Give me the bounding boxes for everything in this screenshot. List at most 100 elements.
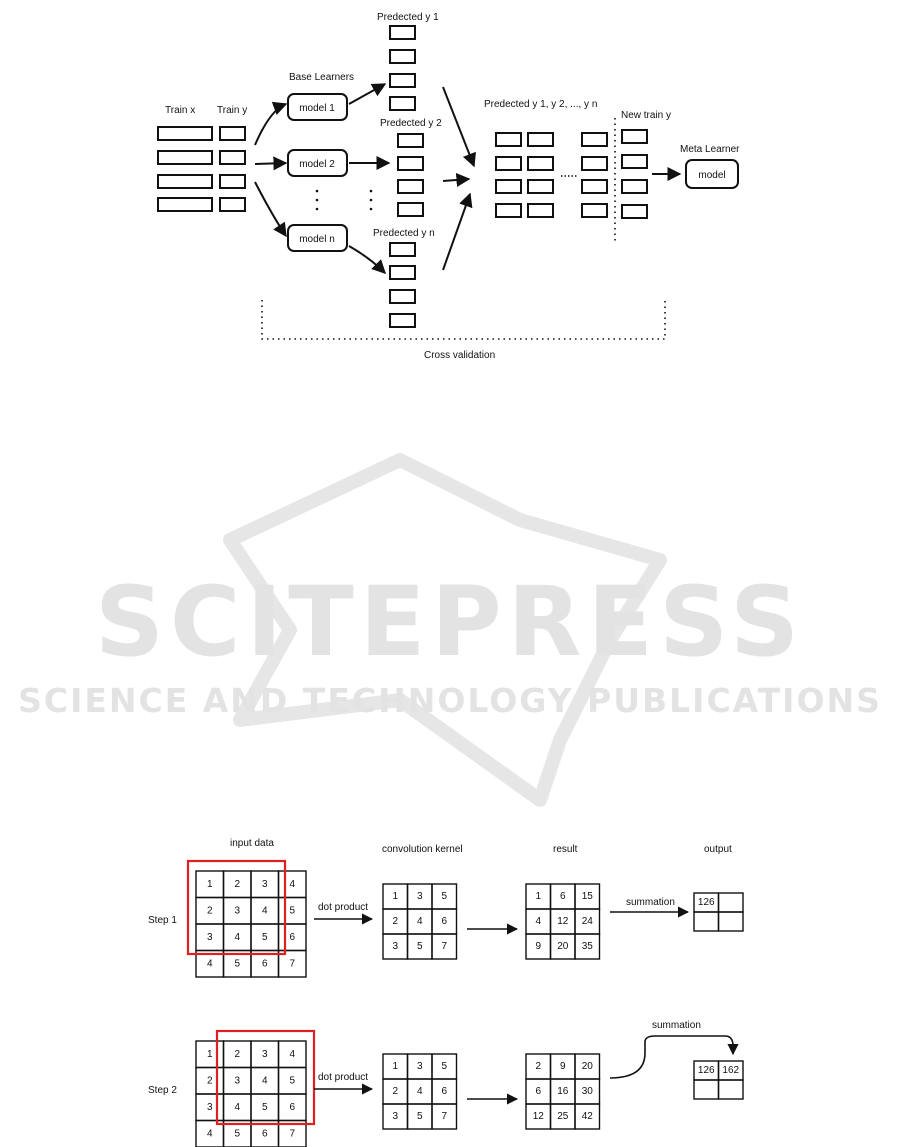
input-grid-value: 2 bbox=[234, 1049, 240, 1060]
train-y-label: Train y bbox=[217, 105, 247, 116]
input-grid-value: 5 bbox=[234, 958, 240, 969]
predicted-y2-label: Predected y 2 bbox=[380, 118, 442, 129]
book-logo-icon bbox=[223, 453, 667, 807]
train-x-data bbox=[157, 126, 213, 212]
header-result: result bbox=[553, 844, 578, 855]
input-grid-value: 2 bbox=[207, 1075, 213, 1086]
arrow-model-n-to-pred bbox=[348, 245, 386, 274]
input-grid-value: 3 bbox=[207, 932, 213, 943]
kernel-grid-value: 6 bbox=[441, 916, 447, 927]
kernel-grid-value: 7 bbox=[441, 941, 447, 952]
header-convolution-kernel: convolution kernel bbox=[382, 844, 463, 855]
train-y-data bbox=[219, 126, 246, 212]
input-grid-value: 4 bbox=[262, 1075, 268, 1086]
arrow-train-to-model-n bbox=[254, 181, 287, 238]
input-grid-value: 7 bbox=[289, 1128, 295, 1139]
input-grid-value: 5 bbox=[262, 932, 268, 943]
result-grid-value: 12 bbox=[533, 1111, 545, 1122]
input-grid-cell bbox=[277, 1119, 307, 1147]
kernel-window-highlight bbox=[215, 1029, 316, 1126]
predicted-yn-label: Predected y n bbox=[373, 228, 435, 239]
watermark: SCITEPRESS SCIENCE AND TECHNOLOGY PUBLIC… bbox=[18, 453, 882, 807]
combined-predictions bbox=[495, 132, 608, 218]
result-grid-value: 2 bbox=[535, 1061, 541, 1072]
stacking-diagram: Train x Train y Base Learners Predected … bbox=[157, 12, 740, 361]
input-grid-value: 5 bbox=[262, 1102, 268, 1113]
model-ellipsis bbox=[315, 189, 373, 211]
input-grid-value: 7 bbox=[289, 958, 295, 969]
convolution-diagram: input data convolution kernel result out… bbox=[148, 838, 744, 1147]
watermark-subtitle: SCIENCE AND TECHNOLOGY PUBLICATIONS bbox=[18, 681, 882, 720]
kernel-grid-value: 7 bbox=[441, 1111, 447, 1122]
train-x-row bbox=[157, 150, 213, 165]
input-grid-value: 2 bbox=[207, 905, 213, 916]
input-grid-value: 4 bbox=[207, 958, 213, 969]
input-grid-value: 3 bbox=[234, 1075, 240, 1086]
output-grid-cell bbox=[717, 911, 744, 932]
cross-validation-bracket bbox=[261, 297, 666, 340]
kernel-grid-value: 6 bbox=[441, 1086, 447, 1097]
input-grid-value: 4 bbox=[289, 879, 295, 890]
train-y-row bbox=[219, 126, 246, 141]
summation-label: summation bbox=[626, 897, 675, 908]
result-grid-value: 30 bbox=[582, 1086, 594, 1097]
kernel-grid-value: 2 bbox=[392, 916, 398, 927]
input-grid-value: 4 bbox=[234, 1102, 240, 1113]
input-grid-value: 5 bbox=[289, 905, 295, 916]
output-grid-value: 126 bbox=[698, 897, 715, 908]
input-grid-value: 6 bbox=[289, 932, 295, 943]
header-input-data: input data bbox=[230, 838, 274, 849]
result-grid-value: 6 bbox=[560, 891, 566, 902]
predicted-y1-label: Predected y 1 bbox=[377, 12, 439, 23]
kernel-window-highlight bbox=[186, 859, 287, 956]
train-x-label: Train x bbox=[165, 105, 195, 116]
input-grid-value: 1 bbox=[207, 1049, 213, 1060]
output-grid-value: 126 bbox=[698, 1065, 715, 1076]
result-grid-value: 42 bbox=[582, 1111, 594, 1122]
input-grid-value: 4 bbox=[234, 932, 240, 943]
output-grid: 126 bbox=[693, 892, 744, 932]
base-model-n: model n bbox=[287, 224, 348, 252]
kernel-grid-value: 5 bbox=[441, 1061, 447, 1072]
new-train-y-column bbox=[621, 129, 648, 219]
input-grid-value: 6 bbox=[289, 1102, 295, 1113]
result-grid-value: 25 bbox=[557, 1111, 569, 1122]
input-grid-value: 3 bbox=[262, 1049, 268, 1060]
output-grid-cell bbox=[693, 911, 720, 932]
kernel-grid-value: 3 bbox=[417, 1061, 423, 1072]
result-grid-value: 1 bbox=[535, 891, 541, 902]
train-y-row bbox=[219, 197, 246, 212]
arrow-pred-n-merge bbox=[442, 192, 473, 271]
dot-product-label: dot product bbox=[318, 1072, 368, 1083]
input-grid-value: 4 bbox=[289, 1049, 295, 1060]
input-grid-value: 3 bbox=[234, 905, 240, 916]
step-label: Step 1 bbox=[148, 915, 177, 926]
watermark-title: SCITEPRESS bbox=[95, 566, 805, 678]
dot-product-label: dot product bbox=[318, 902, 368, 913]
result-grid-value: 9 bbox=[560, 1061, 566, 1072]
kernel-grid-value: 2 bbox=[392, 1086, 398, 1097]
kernel-grid-value: 4 bbox=[417, 916, 423, 927]
input-grid-value: 3 bbox=[207, 1102, 213, 1113]
kernel-grid-value: 1 bbox=[392, 891, 398, 902]
cross-validation-label: Cross validation bbox=[424, 350, 495, 361]
result-grid-value: 9 bbox=[535, 941, 541, 952]
result-grid-value: 12 bbox=[557, 916, 569, 927]
summation-label: summation bbox=[652, 1020, 701, 1031]
input-grid-value: 4 bbox=[262, 905, 268, 916]
arrow-train-to-model-2 bbox=[254, 156, 288, 171]
input-grid-value: 6 bbox=[262, 958, 268, 969]
train-x-row bbox=[157, 197, 213, 212]
kernel-grid-value: 1 bbox=[392, 1061, 398, 1072]
output-grid-cell bbox=[693, 1079, 720, 1100]
train-y-row bbox=[219, 174, 246, 189]
kernel-grid-value: 5 bbox=[417, 1111, 423, 1122]
